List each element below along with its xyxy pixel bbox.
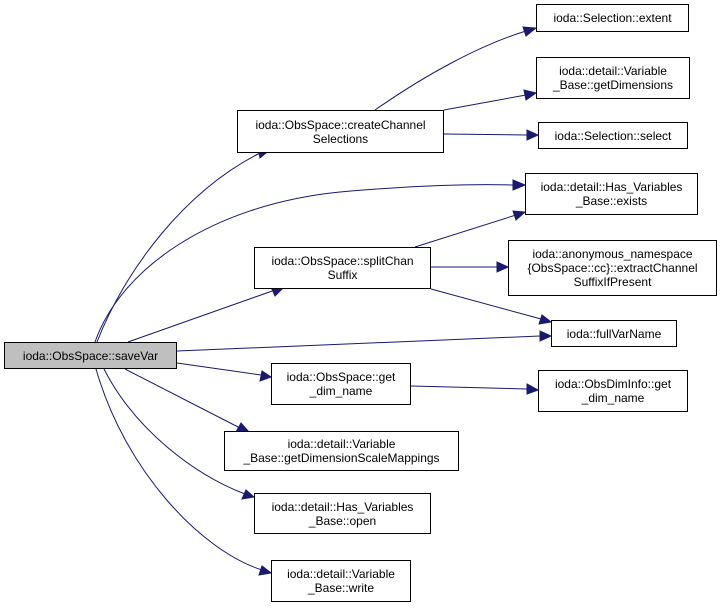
edge-arrowhead [522,26,538,37]
node-label: ioda::detail::Variable_Base::write [287,567,395,595]
node-label-line: ioda::ObsSpace::saveVar [22,348,159,363]
node-label-line: ioda::fullVarName [566,326,662,341]
node-label-line: ioda::detail::Variable [287,567,395,581]
edge-line [176,335,541,352]
node-label: ioda::Selection::select [555,129,672,143]
node-label-line: _Base::open [308,513,377,528]
node-label-line: {ObsSpace::cc}::extractChannel [527,261,698,275]
edge-line [127,289,276,343]
node-label: ioda::anonymous_namespace{ObsSpace::cc}:… [527,247,697,289]
edge-savevar-to-fullvarname [176,330,553,352]
edge-createchannelselections-to-selection-extent [374,26,538,111]
node-fullvarname[interactable]: ioda::fullVarName [551,320,677,347]
edge-line [443,133,528,136]
node-label-line: ioda::ObsSpace::createChannel [255,117,426,132]
node-label-line: SuffixIfPresent [573,275,652,289]
edge-arrowhead [538,314,553,325]
edge-savevar-to-createchannelselections [96,147,274,343]
node-label: ioda::detail::Has_Variables_Base::open [272,500,414,528]
node-selection-extent[interactable]: ioda::Selection::extent [536,4,689,32]
node-obsdiminfo-get-dim-name[interactable]: ioda::ObsDimInfo::get_dim_name [538,370,688,412]
node-label: ioda::ObsSpace::get_dim_name [287,370,396,398]
edge-arrowhead [259,370,273,382]
node-has-variables-base-open[interactable]: ioda::detail::Has_Variables_Base::open [254,493,431,534]
node-label-line: ioda::Selection::select [554,128,672,143]
node-label: ioda::fullVarName [567,327,662,341]
node-variable-base-getdimensionscalemappings[interactable]: ioda::detail::Variable_Base::getDimensio… [224,431,459,471]
edge-savevar-to-variable-base-getdimensionscalemappings [124,368,251,433]
edge-arrowhead [512,210,527,221]
edge-splitchansuffix-to-has-variables-base-exists [414,210,527,248]
edge-savevar-to-splitchansuffix [127,285,287,343]
edge-arrowhead [523,89,538,101]
node-label-line: ioda::ObsSpace::splitChan [271,254,414,268]
node-label-line: _Base::getDimensionScaleMappings [243,451,440,465]
node-variable-base-write[interactable]: ioda::detail::Variable_Base::write [271,560,411,602]
node-label-line: _Base::exists [575,194,648,208]
node-obsspace-get-dim-name[interactable]: ioda::ObsSpace::get_dim_name [271,363,411,405]
node-label: ioda::ObsDimInfo::get_dim_name [555,377,671,405]
edge-splitchansuffix-to-extractchannelsuffixifpresent [431,261,510,273]
edge-line [414,214,517,248]
node-extractchannelsuffixifpresent[interactable]: ioda::anonymous_namespace{ObsSpace::cc}:… [508,240,717,296]
edge-savevar-to-has-variables-base-open [103,368,256,500]
edge-arrowhead [526,383,540,395]
edge-line [443,94,527,111]
node-label: ioda::ObsSpace::saveVar [23,349,158,363]
node-label-line: _Base::write [307,581,374,595]
edge-line [410,385,528,390]
edge-obsspace-get-dim-name-to-obsdiminfo-get-dim-name [410,383,540,395]
edge-createchannelselections-to-selection-select [443,129,540,141]
node-label-line: ioda::detail::Variable [287,437,396,451]
edge-arrowhead [539,330,553,342]
edge-line [124,368,241,429]
edge-line [95,368,263,571]
node-label-line: ioda::ObsSpace::get [286,370,396,384]
node-label-line: ioda::detail::Has_Variables [271,499,414,514]
node-savevar: ioda::ObsSpace::saveVar [4,342,177,369]
node-label-line: _Base::getDimensions [552,78,674,92]
node-label-line: ioda::ObsDimInfo::get [554,377,672,391]
edge-savevar-to-obsspace-get-dim-name [176,362,273,382]
node-label-line: _dim_name [309,384,373,398]
node-label: ioda::detail::Has_Variables_Base::exists [541,180,683,208]
edge-line [96,151,263,343]
edge-line [430,288,542,320]
edge-line [374,30,527,111]
edge-line [176,362,262,376]
edge-line [103,368,246,495]
edge-splitchansuffix-to-fullvarname [430,288,553,325]
edge-savevar-to-has-variables-base-exists [94,179,527,343]
node-selection-select[interactable]: ioda::Selection::select [538,122,688,149]
node-label: ioda::detail::Variable_Base::getDimensio… [243,437,439,465]
edge-arrowhead [496,261,510,273]
node-variable-base-getdimensions[interactable]: ioda::detail::Variable_Base::getDimensio… [536,57,690,99]
edge-savevar-to-variable-base-write [95,368,273,576]
node-label-line: ioda::detail::Has_Variables [540,180,683,194]
node-label: ioda::detail::Variable_Base::getDimensio… [553,64,673,92]
edge-arrowhead [258,565,273,576]
node-has-variables-base-exists[interactable]: ioda::detail::Has_Variables_Base::exists [525,173,698,215]
node-label: ioda::Selection::extent [553,11,671,25]
node-label-line: ioda::Selection::extent [553,11,672,25]
node-label-line: Suffix [327,268,358,282]
node-label-line: ioda::detail::Variable [559,64,667,78]
edge-arrowhead [241,489,256,500]
edge-arrowhead [512,179,527,191]
edge-line [94,184,516,343]
node-label-line: _dim_name [581,391,645,405]
node-label-line: Selections [312,131,369,146]
edge-createchannelselections-to-variable-base-getdimensions [443,89,538,111]
edge-arrowhead [526,129,540,141]
node-label-line: ioda::anonymous_namespace [532,247,693,261]
